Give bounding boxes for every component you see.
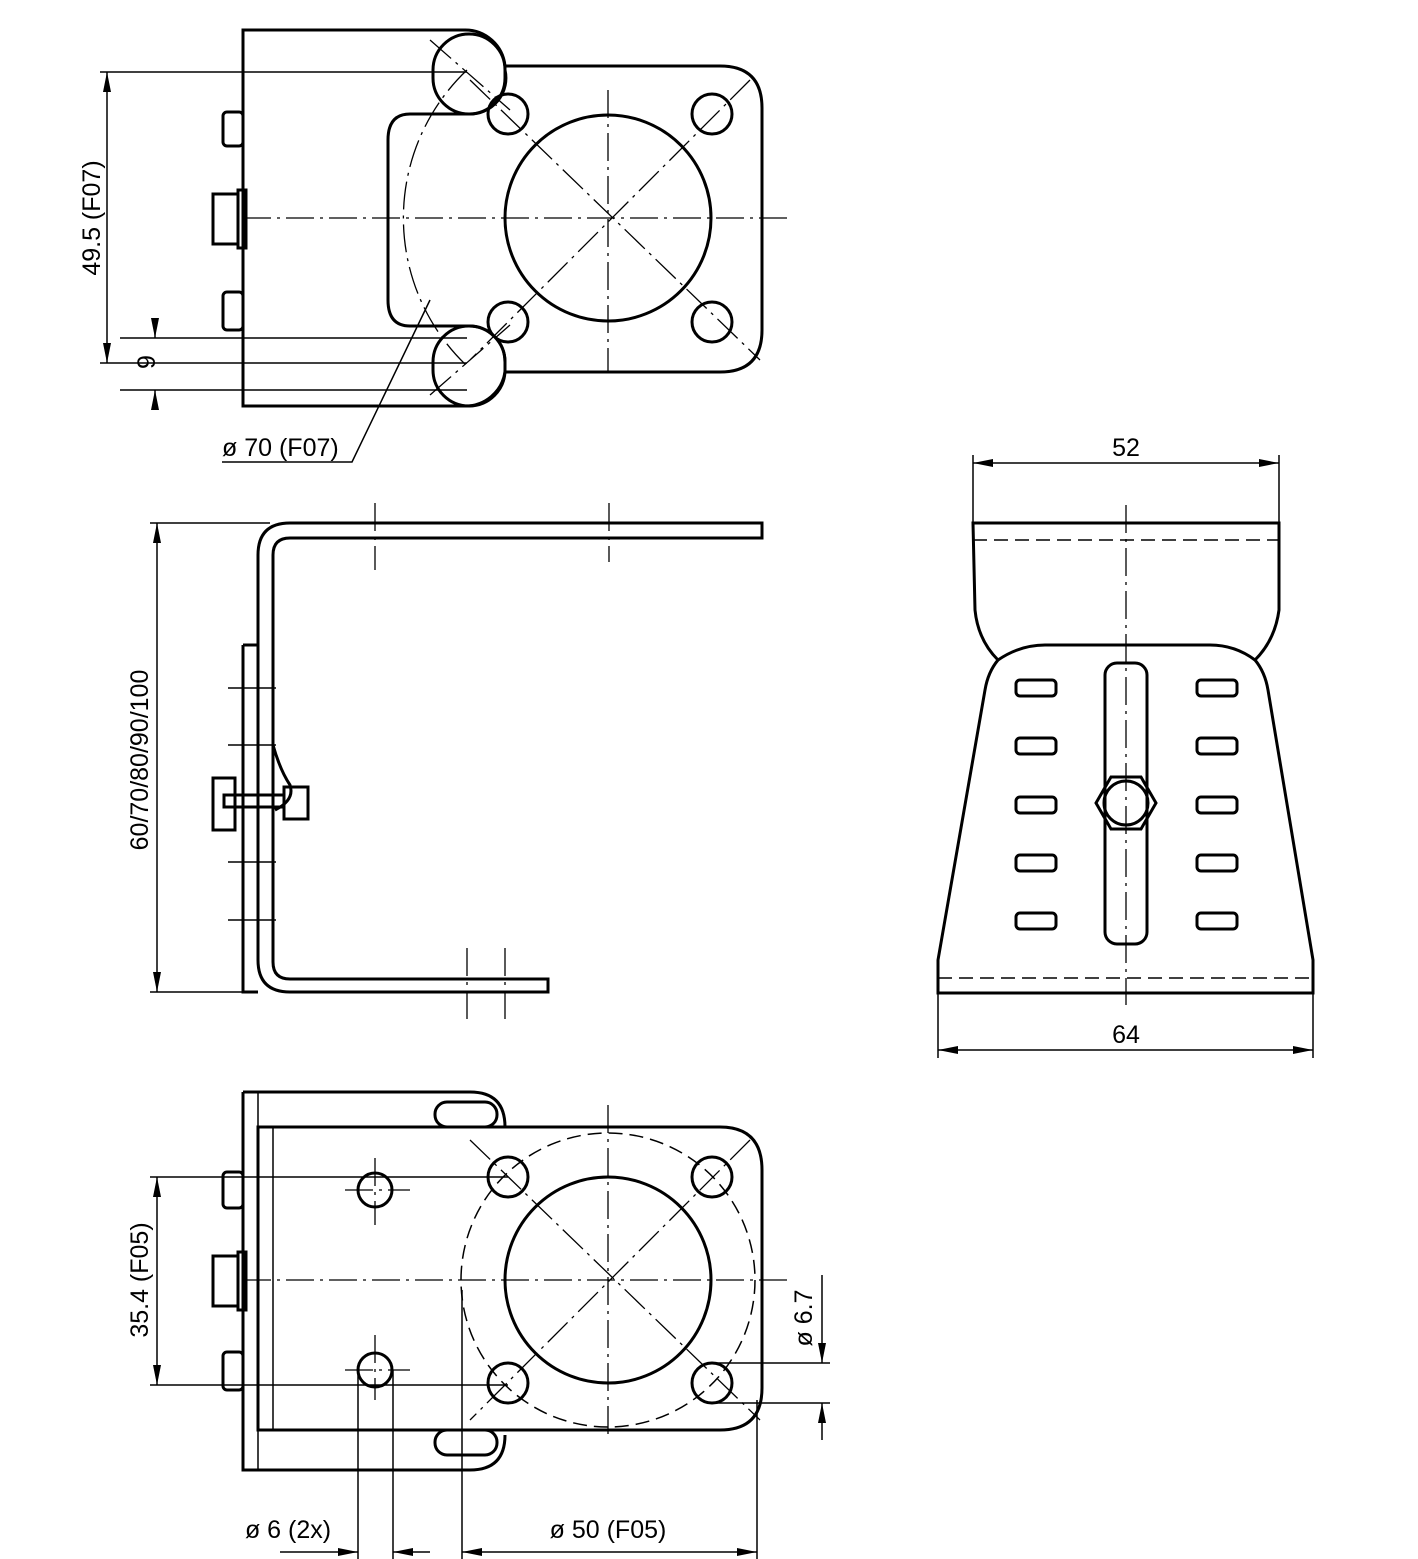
dim-ø70: ø 70 (F07) <box>222 434 339 462</box>
bottom-view: 35.4 (F05) ø 6.7 ø 6 (2x) ø 50 (F05) <box>126 1090 830 1559</box>
dim-49-5: 49.5 (F07) <box>78 160 106 275</box>
dim-64: 64 <box>1112 1021 1140 1049</box>
front-view: 52 64 <box>936 434 1315 1058</box>
top-view: 49.5 (F07) 9 ø 70 (F07) <box>78 28 790 463</box>
dim-ø6-2x: ø 6 (2x) <box>245 1516 331 1544</box>
dim-ø6-7: ø 6.7 <box>790 1290 818 1347</box>
dim-35-4: 35.4 (F05) <box>126 1222 154 1337</box>
dim-ø50: ø 50 (F05) <box>550 1516 667 1544</box>
dim-height-range: 60/70/80/90/100 <box>126 670 154 851</box>
dim-9: 9 <box>133 355 161 369</box>
side-view: 60/70/80/90/100 <box>126 503 764 1020</box>
dim-52: 52 <box>1112 434 1140 462</box>
slots <box>1014 678 1239 931</box>
